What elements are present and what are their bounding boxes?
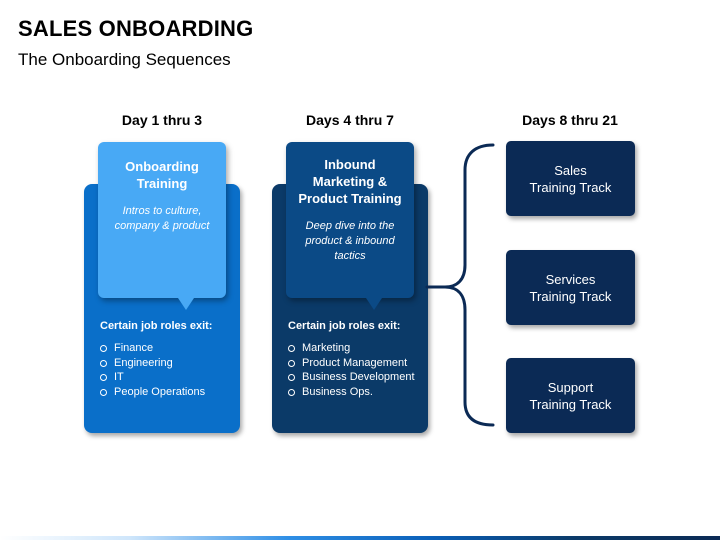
track-name: Services xyxy=(545,271,596,287)
page-title: SALES ONBOARDING xyxy=(18,16,254,41)
stage-callout-title: Onboarding Training xyxy=(125,159,199,191)
stage-column-inbound: Inbound Marketing & Product Training Dee… xyxy=(272,142,428,433)
track-sales: Sales Training Track xyxy=(506,141,635,216)
list-item: Product Management xyxy=(288,356,420,371)
branch-brace-icon xyxy=(425,143,495,427)
stage-callout-description: Intros to culture, company & product xyxy=(114,205,210,232)
exit-roles-label: Certain job roles exit: xyxy=(100,320,213,332)
stage-callout-description: Deep dive into the product & inbound tac… xyxy=(305,220,395,262)
list-item: Engineering xyxy=(100,356,232,371)
list-item: Marketing xyxy=(288,341,420,356)
exit-roles-list: Finance Engineering IT People Operations xyxy=(100,341,232,399)
list-item: Business Ops. xyxy=(288,385,420,400)
column-heading-days-8-21: Days 8 thru 21 xyxy=(522,112,618,128)
stage-column-onboarding: Onboarding Training Intros to culture, c… xyxy=(84,142,240,433)
track-name: Sales xyxy=(554,162,587,178)
track-name: Support xyxy=(547,379,594,395)
list-item: Finance xyxy=(100,341,232,356)
list-item: Business Development xyxy=(288,370,420,385)
page-subtitle: The Onboarding Sequences xyxy=(18,50,231,69)
footer-gradient-bar xyxy=(0,536,720,540)
stage-callout-title: Inbound Marketing & Product Training xyxy=(298,157,402,206)
exit-roles-list: Marketing Product Management Business De… xyxy=(288,341,420,399)
list-item: IT xyxy=(100,370,232,385)
stage-callout-inbound: Inbound Marketing & Product Training Dee… xyxy=(286,142,414,310)
track-label: Training Track xyxy=(529,179,612,195)
track-label: Training Track xyxy=(529,288,612,304)
column-heading-days-4-7: Days 4 thru 7 xyxy=(306,112,394,128)
stage-callout-onboarding: Onboarding Training Intros to culture, c… xyxy=(98,142,226,310)
track-services: Services Training Track xyxy=(506,250,635,325)
column-heading-day-1-3: Day 1 thru 3 xyxy=(121,112,203,128)
track-support: Support Training Track xyxy=(506,358,635,433)
track-label: Training Track xyxy=(529,396,612,412)
exit-roles-label: Certain job roles exit: xyxy=(288,320,401,332)
list-item: People Operations xyxy=(100,385,232,400)
